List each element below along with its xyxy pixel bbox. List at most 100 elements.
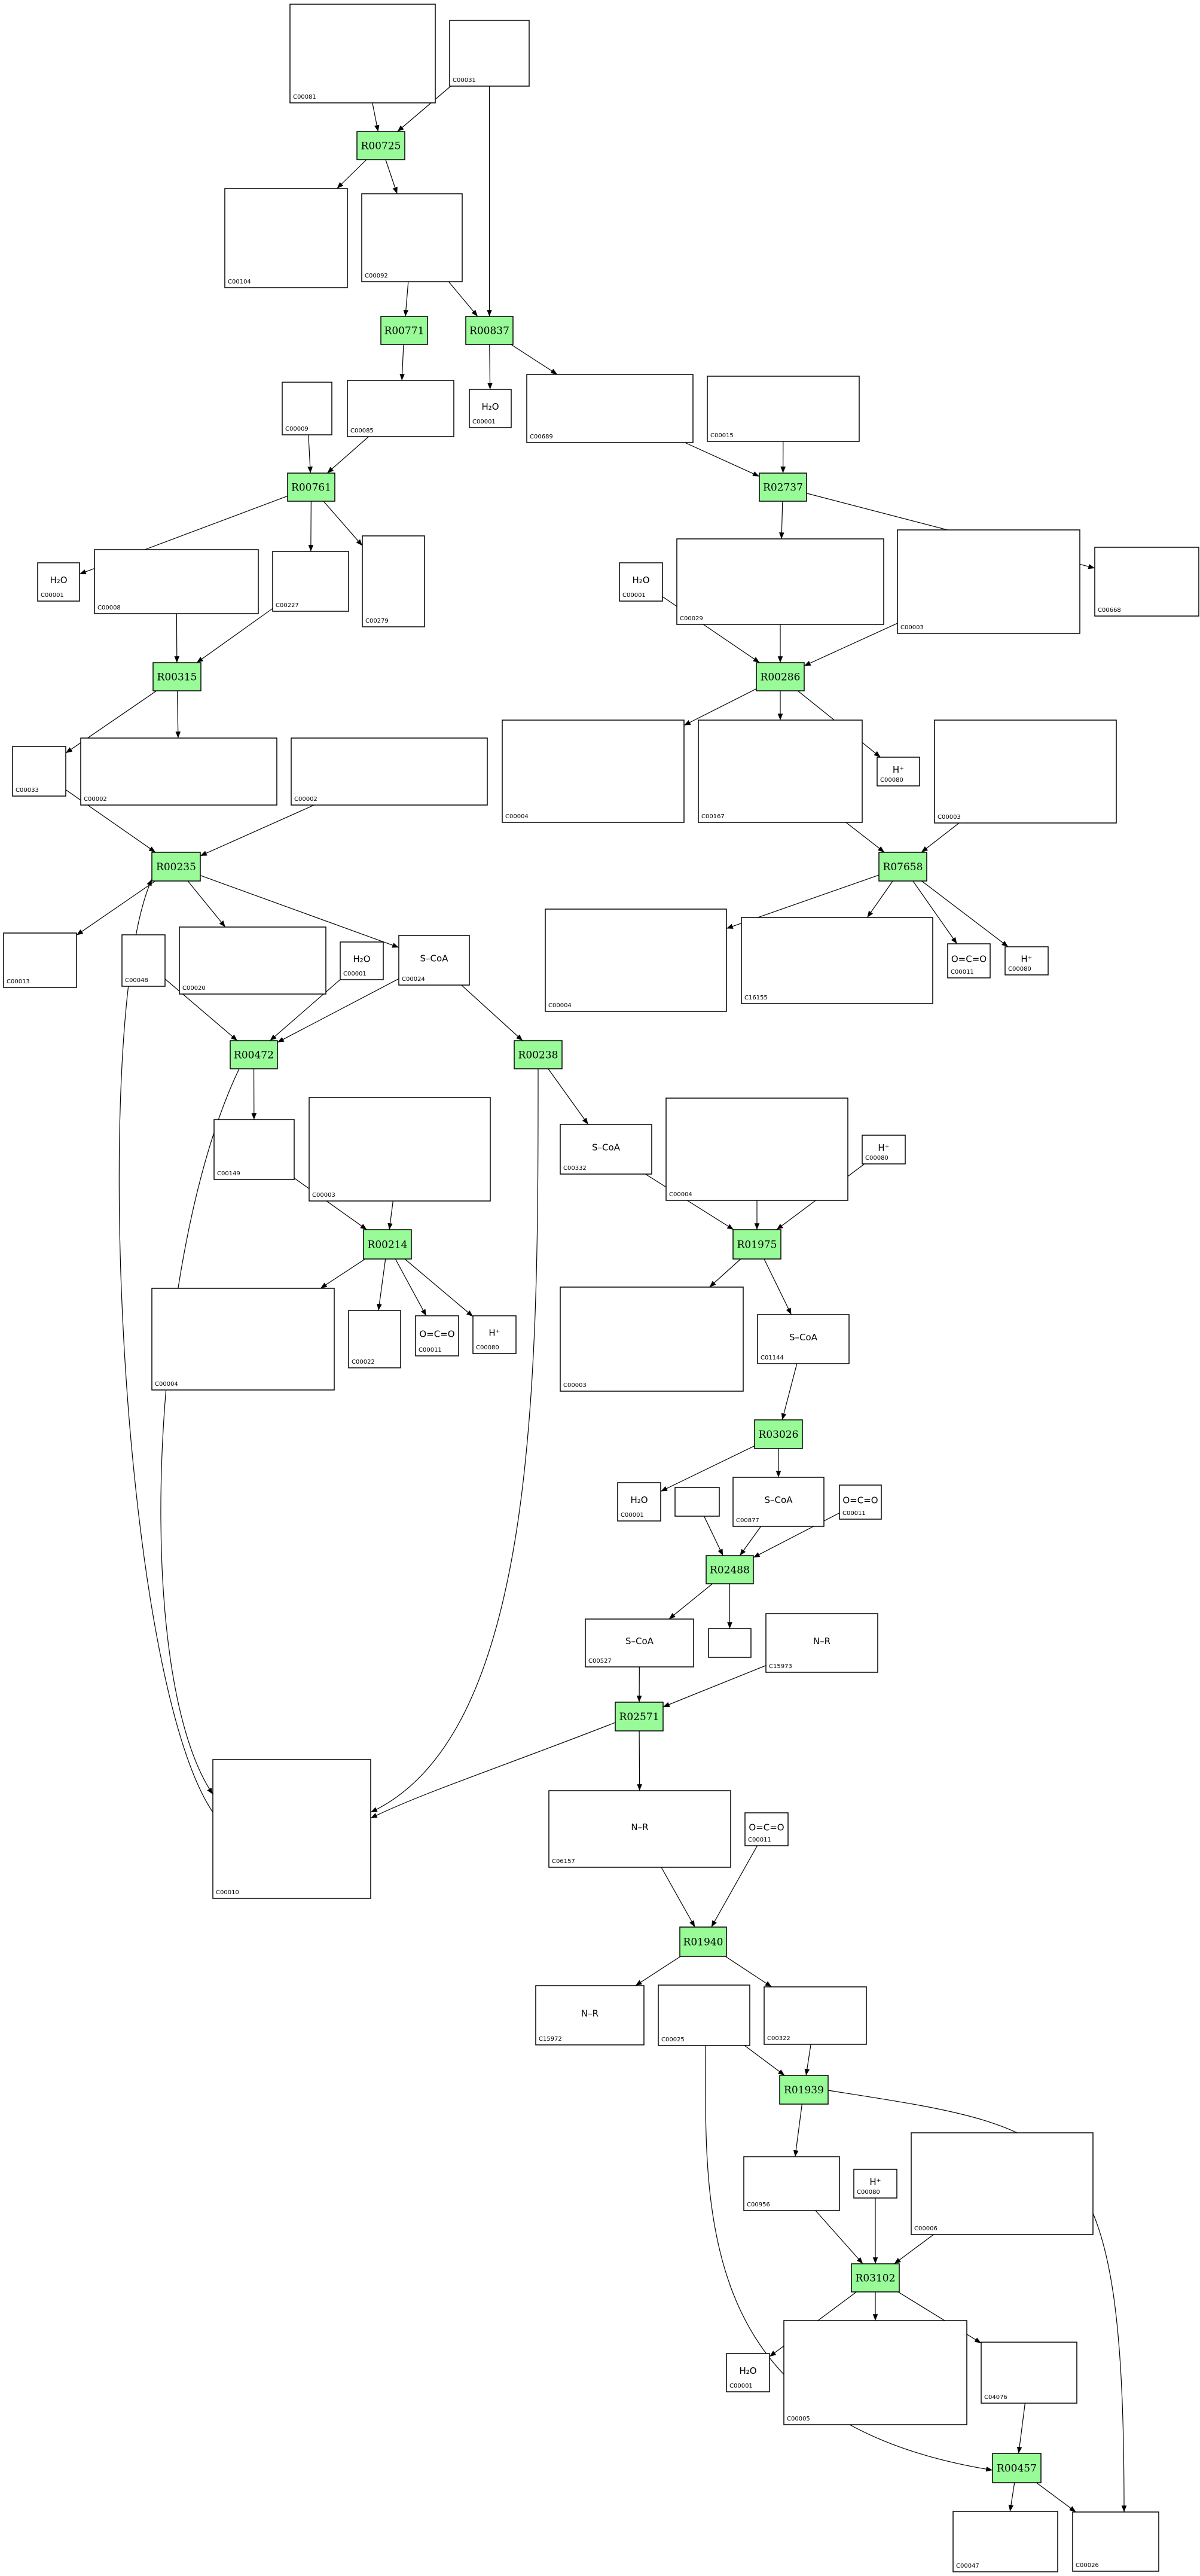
compound-node-c00031[interactable]: C00031 — [449, 20, 530, 87]
reaction-node-r02488[interactable]: R02488 — [706, 1555, 754, 1584]
compound-node-c00002[interactable]: C00002 — [80, 737, 277, 806]
compound-node-c00029[interactable]: C00029 — [676, 538, 884, 625]
edge-R01939-to-c00956 — [793, 2104, 802, 2157]
compound-node-c00322[interactable]: C00322 — [764, 1986, 867, 2045]
reaction-node-r01975[interactable]: R01975 — [732, 1229, 781, 1260]
compound-node-c00013[interactable]: C00013 — [3, 932, 77, 988]
compound-box — [469, 389, 512, 428]
reaction-node-r03026[interactable]: R03026 — [754, 1419, 803, 1449]
compound-node-c04076[interactable]: C04076 — [981, 2342, 1077, 2404]
edge-R00238-to-c00010 — [370, 1068, 539, 1813]
compound-box — [862, 1135, 906, 1164]
compound-node-c00104[interactable]: C00104 — [224, 188, 348, 288]
compound-node-c00279[interactable]: C00279 — [362, 535, 425, 627]
compound-node-c16155[interactable]: C16155 — [741, 917, 933, 1004]
reaction-node-r03102[interactable]: R03102 — [851, 2263, 900, 2293]
compound-node-c00005[interactable]: C00005 — [783, 2320, 967, 2425]
reaction-node-r01939[interactable]: R01939 — [779, 2075, 829, 2105]
compound-box — [839, 1484, 882, 1520]
compound-box — [224, 188, 348, 288]
compound-node-c00004[interactable]: C00004 — [665, 1098, 848, 1201]
compound-node-c00003[interactable]: C00003 — [897, 529, 1080, 634]
compound-id-label: C00689 — [530, 434, 553, 440]
compound-node-c00015[interactable]: C00015 — [707, 376, 860, 442]
compound-node-c00956[interactable]: C00956 — [743, 2156, 840, 2211]
compound-node-c00033[interactable]: C00033 — [12, 746, 66, 797]
reaction-node-r07658[interactable]: R07658 — [878, 852, 927, 882]
compound-node-c00002[interactable]: C00002 — [291, 737, 488, 806]
compound-node-c00006[interactable]: C00006 — [911, 2132, 1094, 2235]
compound-node-c00047[interactable]: C00047 — [952, 2511, 1058, 2572]
compound-node-c00004[interactable]: C00004 — [545, 909, 727, 1012]
compound-node-c00689[interactable]: C00689 — [526, 374, 694, 443]
compound-node-c00048[interactable]: C00048 — [121, 934, 166, 987]
compound-node-c00081[interactable]: C00081 — [289, 4, 436, 103]
edge-c00956-to-R03102 — [815, 2210, 863, 2264]
compound-node-c00004[interactable]: C00004 — [151, 1288, 335, 1391]
reaction-box — [759, 472, 807, 502]
edge-c15973-to-R02571 — [662, 1665, 767, 1708]
reaction-node-r00457[interactable]: R00457 — [992, 2453, 1042, 2483]
compound-node-c00022[interactable]: C00022 — [348, 1310, 401, 1368]
compound-node-unlabeled[interactable] — [674, 1487, 720, 1517]
reaction-node-r00725[interactable]: R00725 — [356, 131, 405, 160]
compound-box — [744, 1812, 789, 1846]
reaction-node-r00771[interactable]: R00771 — [380, 316, 428, 345]
compound-id-label: C00001 — [621, 1512, 644, 1519]
compound-node-c00080[interactable]: H⁺C00080 — [1004, 946, 1049, 975]
compound-id-label: C00003 — [900, 624, 924, 631]
reaction-node-r00286[interactable]: R00286 — [756, 662, 805, 691]
compound-node-c00167[interactable]: C00167 — [698, 720, 863, 823]
compound-id-label: C00011 — [842, 1510, 866, 1517]
compound-node-c00080[interactable]: H⁺C00080 — [853, 2169, 897, 2199]
compound-node-c00003[interactable]: C00003 — [934, 720, 1117, 824]
compound-node-c00080[interactable]: H⁺C00080 — [862, 1135, 906, 1164]
compound-node-c00003[interactable]: C00003 — [309, 1097, 491, 1202]
compound-node-c00080[interactable]: H⁺C00080 — [877, 757, 920, 786]
compound-node-c00010[interactable]: C00010 — [212, 1759, 371, 1899]
compound-node-c00092[interactable]: C00092 — [361, 193, 463, 282]
compound-node-c00080[interactable]: H⁺C00080 — [472, 1315, 517, 1354]
compound-node-c00004[interactable]: C00004 — [502, 720, 685, 823]
edge-R02737-to-c00029 — [779, 501, 784, 539]
compound-node-c00149[interactable]: C00149 — [213, 1119, 295, 1180]
compound-node-unlabeled[interactable] — [708, 1628, 752, 1658]
reaction-node-r00235[interactable]: R00235 — [151, 852, 201, 882]
reaction-node-r00472[interactable]: R00472 — [230, 1040, 278, 1069]
compound-node-c00668[interactable]: C00668 — [1094, 547, 1199, 617]
reaction-node-r00837[interactable]: R00837 — [465, 316, 514, 345]
compound-node-c00085[interactable]: C00085 — [347, 380, 454, 437]
reaction-node-r00238[interactable]: R00238 — [514, 1040, 563, 1069]
reaction-node-r02737[interactable]: R02737 — [759, 472, 807, 502]
compound-node-c00026[interactable]: C00026 — [1072, 2511, 1159, 2572]
reaction-node-r02571[interactable]: R02571 — [615, 1702, 664, 1731]
compound-node-c00008[interactable]: C00008 — [94, 549, 259, 614]
compound-node-c00020[interactable]: C00020 — [179, 926, 326, 995]
reaction-node-r00761[interactable]: R00761 — [287, 472, 335, 502]
reaction-node-r00214[interactable]: R00214 — [363, 1229, 412, 1260]
compound-node-c00025[interactable]: C00025 — [658, 1984, 750, 2046]
compound-node-c00009[interactable]: C00009 — [282, 382, 332, 435]
reaction-node-r01940[interactable]: R01940 — [679, 1926, 727, 1957]
compound-node-c00227[interactable]: C00227 — [272, 551, 349, 612]
reaction-node-r00315[interactable]: R00315 — [152, 662, 201, 691]
compound-node-c00003[interactable]: C00003 — [560, 1287, 744, 1392]
